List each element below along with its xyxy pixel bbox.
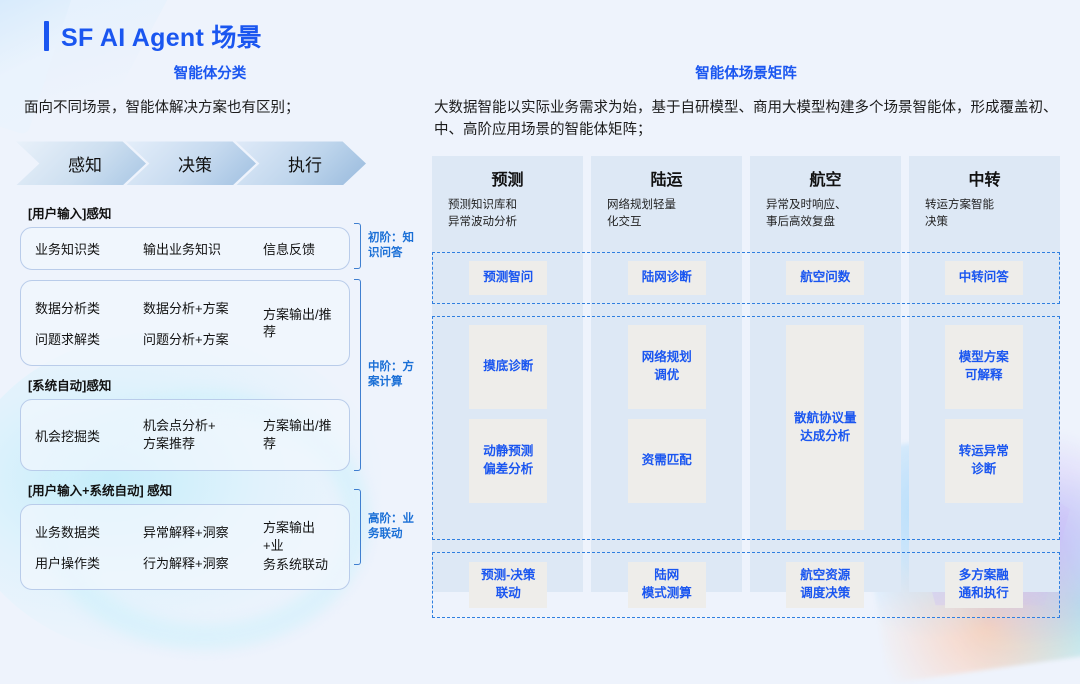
matrix-cell: 航空资源 调度决策 — [750, 553, 901, 617]
category-card-opportunity[interactable]: 机会挖掘类 机会点分析+ 方案推荐 方案输出/推荐 — [20, 399, 350, 471]
matrix-cell: 陆网 模式测算 — [592, 553, 743, 617]
left-panel-intro: 面向不同场景，智能体解决方案也有区别； — [24, 100, 300, 116]
cell-capability: 输出业务知识 — [143, 242, 222, 258]
scenario-tile[interactable]: 航空资源 调度决策 — [786, 561, 865, 608]
table-row: 数据分析类 数据分析+方案 — [35, 292, 263, 323]
matrix-cell: 预测智问 — [433, 253, 584, 303]
bracket-high — [354, 489, 361, 566]
matrix-cell: 预测-决策 联动 — [433, 553, 584, 617]
cell-category: 用户操作类 — [35, 555, 101, 571]
cell-output: 信息反馈 — [263, 242, 316, 258]
matrix-cell: 航空问数 — [750, 253, 901, 303]
matrix-cell: 摸底诊断 动静预测 偏差分析 — [433, 317, 584, 539]
right-panel-intro: 大数据智能以实际业务需求为始，基于自研模型、商用大模型构建多个场景智能体，形成覆… — [434, 100, 1058, 139]
flow-step-label: 感知 — [68, 155, 102, 175]
left-panel-subtitle: 智能体分类 — [173, 66, 247, 82]
cell-capability: 机会点分析+ 方案推荐 — [143, 418, 216, 452]
stage-label: 高阶：业 务联动 — [368, 512, 414, 541]
cell-capability: 问题分析+方案 — [143, 332, 229, 348]
column-title: 预测 — [491, 171, 524, 189]
matrix-column-headers: 预测 预测知识库和 异常波动分析 陆运 网络规划轻量 化交互 航空 异常及时响应… — [432, 156, 1060, 242]
cell-capability: 异常解释+洞察 — [143, 524, 229, 540]
matrix-band-mid: 摸底诊断 动静预测 偏差分析 网络规划 调优 资需匹配 散航协议量 达成分析 模… — [432, 315, 1060, 540]
column-desc: 异常及时响应、 事后高效复盘 — [766, 198, 847, 228]
title-accent-bar — [44, 21, 49, 51]
matrix-band-high: 预测-决策 联动 陆网 模式测算 航空资源 调度决策 多方案融 通和执行 — [432, 551, 1060, 618]
flow-step-label: 决策 — [178, 155, 212, 175]
group-label-user-input: [用户输入]感知 — [28, 207, 112, 222]
column-title: 航空 — [809, 171, 842, 189]
table-row: 问题求解类 问题分析+方案 — [35, 323, 263, 354]
scenario-tile[interactable]: 动静预测 偏差分析 — [469, 418, 548, 503]
group-label-system-auto: [系统自动]感知 — [28, 379, 112, 394]
matrix-cell: 中转问答 — [909, 253, 1060, 303]
scenario-tile[interactable]: 陆网 模式测算 — [627, 561, 706, 608]
matrix-cell: 陆网诊断 — [592, 253, 743, 303]
table-row: 业务数据类 异常解释+洞察 — [35, 516, 263, 547]
stage-label: 中阶：方 案计算 — [368, 360, 414, 389]
category-card-business[interactable]: 业务数据类 异常解释+洞察 用户操作类 行为解释+洞察 方案输出+业 务系统联动 — [20, 503, 350, 590]
category-card-knowledge[interactable]: 业务知识类 输出业务知识 信息反馈 — [20, 227, 350, 271]
matrix-cell: 多方案融 通和执行 — [909, 553, 1060, 617]
matrix-cell: 模型方案 可解释 转运异常 诊断 — [909, 317, 1060, 539]
column-header-transfer[interactable]: 中转 转运方案智能 决策 — [909, 156, 1060, 242]
column-desc: 转运方案智能 决策 — [925, 198, 994, 228]
scenario-tile[interactable]: 多方案融 通和执行 — [944, 561, 1023, 608]
scenario-matrix: 预测 预测知识库和 异常波动分析 陆运 网络规划轻量 化交互 航空 异常及时响应… — [432, 155, 1060, 618]
table-row: 用户操作类 行为解释+洞察 — [35, 547, 263, 578]
left-panel: 智能体分类 面向不同场景，智能体解决方案也有区别； 感知 决策 执行 [用户输入… — [16, 62, 422, 590]
scenario-tile[interactable]: 航空问数 — [786, 260, 865, 295]
cell-category: 机会挖掘类 — [35, 428, 101, 444]
cell-category: 业务知识类 — [35, 242, 101, 258]
scenario-tile[interactable]: 资需匹配 — [627, 418, 706, 503]
agent-category-groups: [用户输入]感知 业务知识类 输出业务知识 信息反馈 数据分析类 数据分析+方案… — [20, 203, 422, 590]
column-desc: 网络规划轻量 化交互 — [607, 198, 676, 228]
matrix-cell: 散航协议量 达成分析 — [750, 317, 901, 539]
cell-capability: 行为解释+洞察 — [143, 555, 229, 571]
scenario-tile[interactable]: 预测-决策 联动 — [469, 561, 548, 608]
column-header-forecast[interactable]: 预测 预测知识库和 异常波动分析 — [432, 156, 583, 242]
cell-output-span: 方案输出+业 务系统联动 — [263, 520, 329, 572]
stage-high: 高阶：业 务联动 — [354, 489, 422, 566]
agent-flow-chevrons: 感知 决策 执行 — [16, 141, 420, 186]
stage-mid: 中阶：方 案计算 — [354, 279, 422, 472]
flow-step-perception[interactable]: 感知 — [16, 141, 146, 186]
scenario-tile[interactable]: 陆网诊断 — [627, 260, 706, 295]
page-title: SF AI Agent 场景 — [61, 24, 262, 52]
bracket-mid — [354, 279, 361, 472]
right-panel: 智能体场景矩阵 大数据智能以实际业务需求为始，基于自研模型、商用大模型构建多个场… — [432, 62, 1060, 618]
page-header: SF AI Agent 场景 — [44, 18, 262, 54]
flow-step-label: 执行 — [288, 155, 322, 175]
scenario-tile[interactable]: 网络规划 调优 — [627, 324, 706, 409]
scenario-tile[interactable]: 模型方案 可解释 — [944, 324, 1023, 409]
scenario-tile[interactable]: 预测智问 — [469, 260, 548, 295]
column-title: 中转 — [968, 171, 1001, 189]
stage-label: 初阶：知 识问答 — [368, 231, 414, 260]
cell-output-span: 方案输出/推荐 — [263, 418, 332, 452]
category-card-analysis[interactable]: 数据分析类 数据分析+方案 问题求解类 问题分析+方案 方案输出/推荐 — [20, 280, 350, 367]
column-title: 陆运 — [650, 171, 683, 189]
scenario-tile[interactable]: 中转问答 — [944, 260, 1023, 295]
cell-capability: 数据分析+方案 — [143, 301, 229, 317]
column-desc: 预测知识库和 异常波动分析 — [448, 198, 517, 228]
scenario-tile[interactable]: 转运异常 诊断 — [944, 418, 1023, 503]
table-row: 机会挖掘类 机会点分析+ 方案推荐 — [35, 411, 263, 458]
right-panel-subtitle: 智能体场景矩阵 — [695, 66, 797, 82]
column-header-air[interactable]: 航空 异常及时响应、 事后高效复盘 — [750, 156, 901, 242]
bracket-basic — [354, 223, 361, 270]
cell-output-span: 方案输出/推荐 — [263, 306, 332, 340]
scenario-tile[interactable]: 摸底诊断 — [469, 324, 548, 409]
column-header-land[interactable]: 陆运 网络规划轻量 化交互 — [591, 156, 742, 242]
flow-step-decision[interactable]: 决策 — [126, 141, 256, 186]
group-label-hybrid: [用户输入+系统自动] 感知 — [28, 483, 173, 498]
cell-category: 业务数据类 — [35, 524, 101, 540]
matrix-band-basic: 预测智问 陆网诊断 航空问数 中转问答 — [432, 251, 1060, 304]
table-row: 业务知识类 输出业务知识 信息反馈 — [35, 239, 335, 258]
stage-basic: 初阶：知 识问答 — [354, 223, 422, 270]
cell-category: 数据分析类 — [35, 301, 101, 317]
scenario-tile[interactable]: 散航协议量 达成分析 — [786, 325, 865, 531]
matrix-cell: 网络规划 调优 资需匹配 — [592, 317, 743, 539]
cell-category: 问题求解类 — [35, 332, 101, 348]
